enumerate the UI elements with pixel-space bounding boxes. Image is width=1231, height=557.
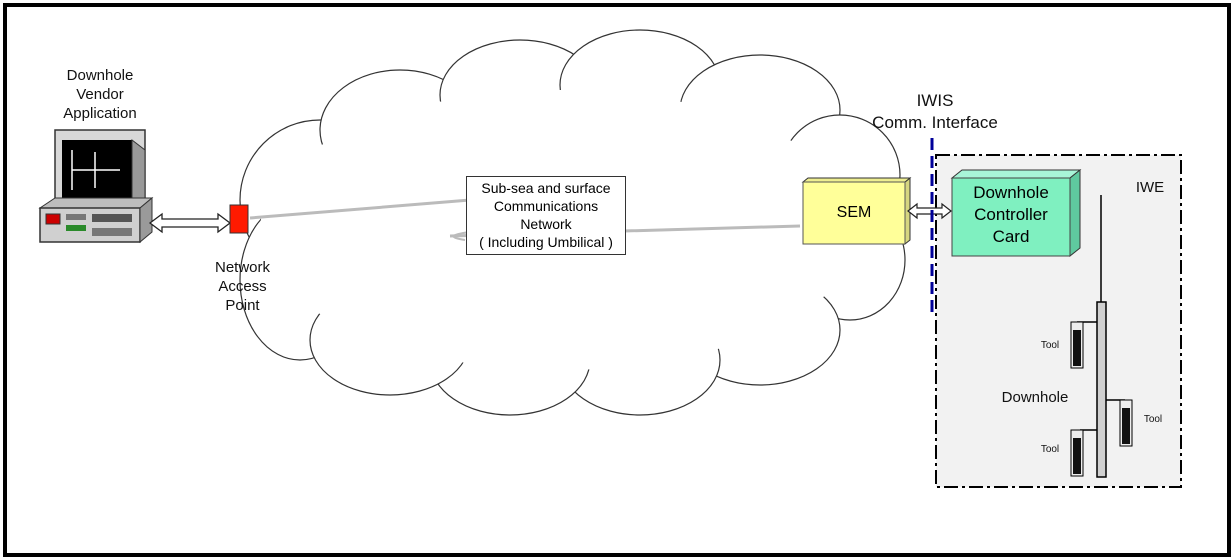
iwis-line1: IWIS [916,91,954,110]
tool-label-right: Tool [1143,414,1163,425]
arrow-sem-to-controller [907,202,952,220]
vendor-app-line3: Application [63,105,137,122]
vendor-app-line1: Downhole [66,67,134,84]
controller-card [950,168,1082,258]
cloud-label-box: Sub-sea and surface Communications Netwo… [466,176,626,255]
sem-box [801,176,912,246]
well-bore [1096,301,1107,478]
nap-line1: Network [214,259,270,276]
cloud-label-line2: Communications [493,198,599,214]
controller-card-label: Downhole Controller Card [952,182,1070,248]
iwis-line2: Comm. Interface [872,113,998,132]
sem-label: SEM [836,204,872,221]
cloud-label-line3: Network [520,216,572,232]
iwe-label: IWE [1135,179,1165,196]
access-point-label: Network Access Point [195,258,290,315]
tool-lower [1070,429,1097,477]
tool-label-upper: Tool [1040,340,1060,351]
computer-icon [38,129,154,244]
dcc-line2: Controller [974,205,1048,224]
vendor-app-line2: Vendor [76,86,124,103]
dcc-line3: Card [992,227,1030,246]
downhole-label: Downhole [1001,389,1069,406]
cloud-label-line1: Sub-sea and surface [481,180,611,196]
tool-right [1106,399,1133,447]
iwis-label: IWIS Comm. Interface [855,90,1015,134]
tool-label-lower: Tool [1040,444,1060,455]
network-link-curve [452,231,471,241]
arrow-computer-to-access-point [148,212,232,234]
nap-line2: Access [218,278,267,295]
nap-line3: Point [225,297,260,314]
dcc-line1: Downhole [973,183,1049,202]
network-access-point [229,204,249,234]
tool-upper [1070,321,1097,369]
vendor-application-label: Downhole Vendor Application [40,66,160,123]
cloud-label-line4: ( Including Umbilical ) [479,234,613,250]
